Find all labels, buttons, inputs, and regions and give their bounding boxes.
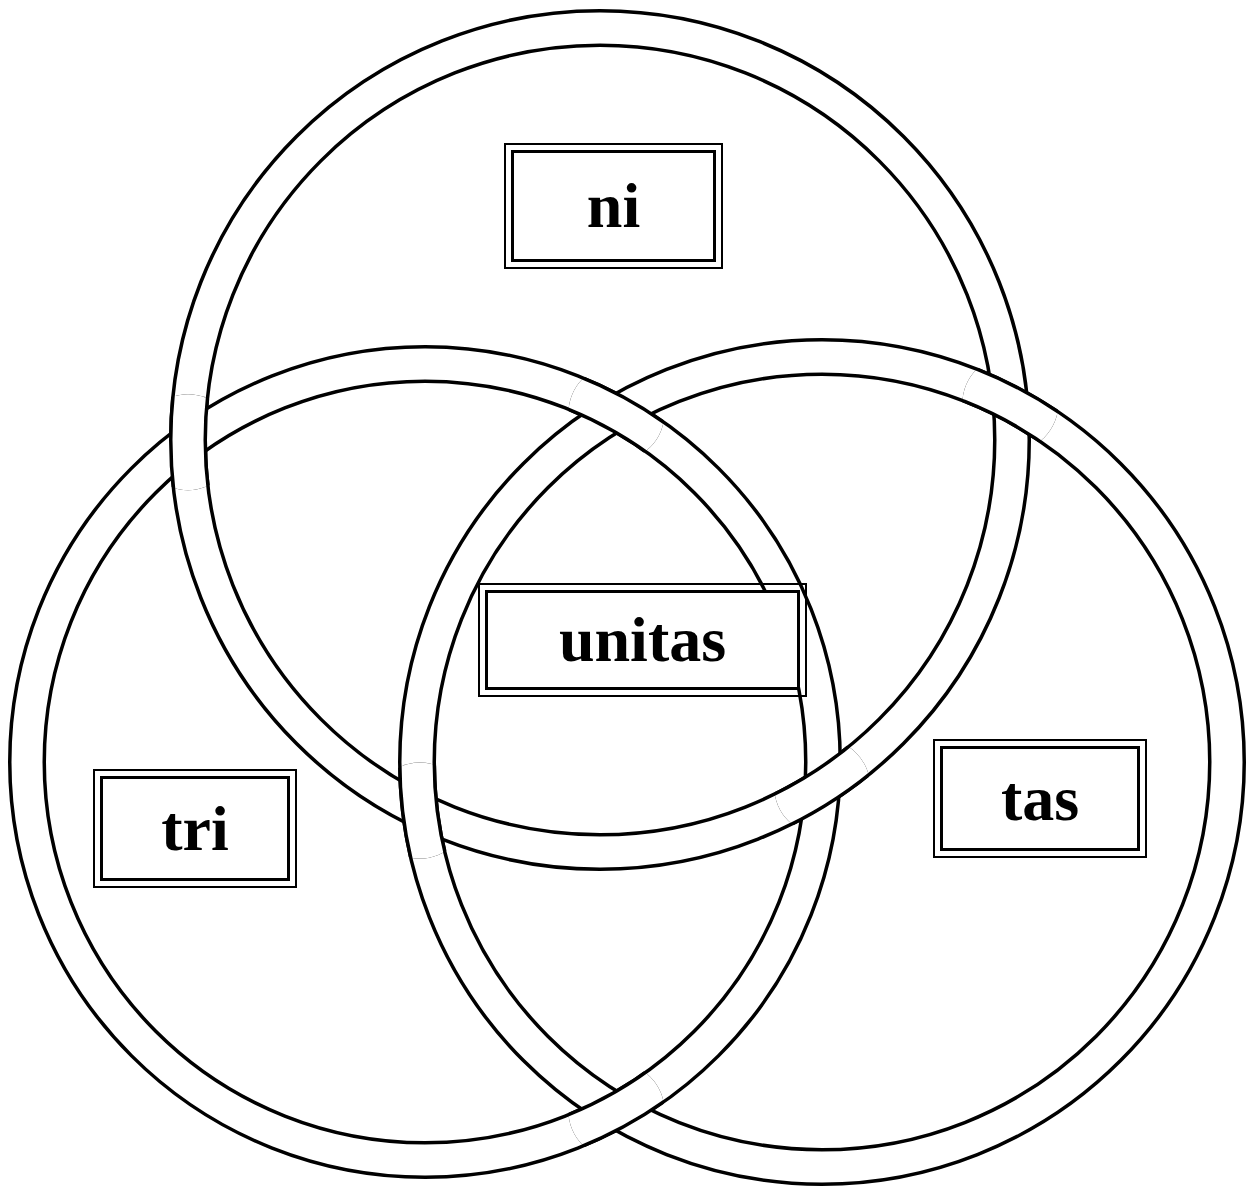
label-text: unitas — [559, 608, 726, 672]
label-text: ni — [587, 174, 640, 238]
ring-tube — [417, 357, 1227, 1167]
label-text: tas — [1001, 767, 1079, 831]
label-box: tri — [100, 776, 290, 881]
ring-tube — [188, 28, 1012, 852]
label-box: unitas — [485, 590, 800, 690]
ring-tube — [188, 28, 1012, 852]
ring-tube — [417, 357, 1227, 1167]
label-text: tri — [161, 797, 229, 861]
ring-tube — [27, 364, 823, 1160]
label-box: ni — [511, 150, 716, 262]
ring-tube — [27, 364, 823, 1160]
label-box: tas — [940, 746, 1140, 851]
ring-tube — [417, 357, 1227, 1167]
